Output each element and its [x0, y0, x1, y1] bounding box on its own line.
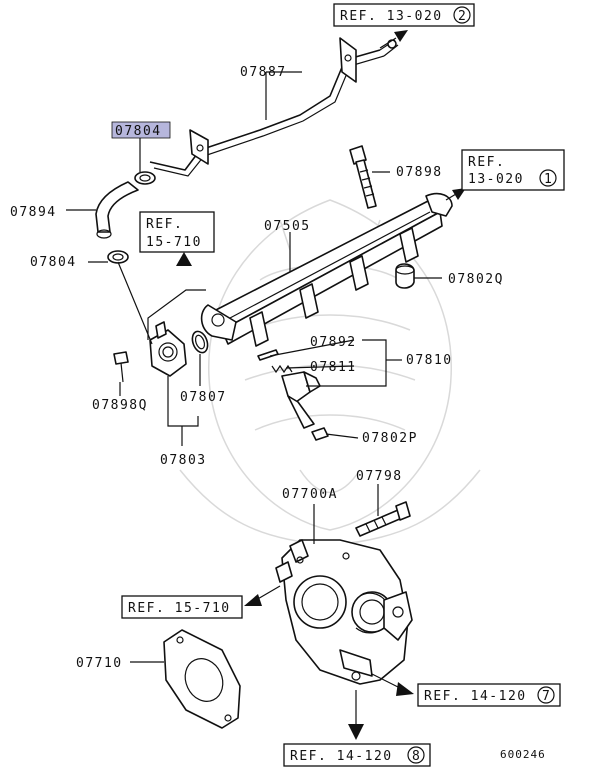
bolt-07898q[interactable] — [113, 351, 129, 383]
hose-clamp-07804-mid[interactable] — [107, 250, 129, 264]
gasket-07710[interactable] — [163, 629, 241, 729]
label-07505: 07505 — [264, 219, 311, 234]
label-07710: 07710 — [76, 656, 123, 671]
throttle-body-07700a[interactable] — [275, 539, 413, 685]
o-ring-07807[interactable] — [190, 329, 211, 354]
label-07802q: 07802Q — [448, 272, 504, 287]
leader-lines — [66, 71, 442, 663]
label-07804-top: 07804 — [115, 124, 162, 139]
svg-text:7: 7 — [542, 689, 551, 704]
arrows — [176, 30, 466, 740]
svg-text:2: 2 — [458, 9, 467, 24]
svg-text:15-710: 15-710 — [146, 235, 202, 250]
ref-box-15-710-top[interactable]: REF. 15-710 — [139, 211, 215, 253]
bolt-07898[interactable] — [349, 145, 377, 209]
svg-text:REF. 14-120: REF. 14-120 — [424, 689, 527, 704]
label-07892: 07892 — [310, 335, 357, 350]
arrow-to-ref-14-120-8 — [348, 690, 364, 740]
label-07898: 07898 — [396, 165, 443, 180]
label-07798: 07798 — [356, 469, 403, 484]
arrow-to-ref-13-020-2 — [379, 30, 408, 49]
ref-box-13-020-2[interactable]: REF. 13-020 2 — [333, 3, 475, 27]
insulator-07802q[interactable] — [395, 263, 415, 289]
seal-07802p[interactable] — [311, 427, 329, 441]
svg-text:REF. 13-020: REF. 13-020 — [340, 9, 443, 24]
label-07802p: 07802P — [362, 431, 418, 446]
ref-box-15-710-mid[interactable]: REF. 15-710 — [121, 595, 243, 619]
pressure-regulator-07803[interactable] — [149, 321, 187, 377]
label-07804-top-highlight — [111, 121, 171, 139]
label-07804-mid: 07804 — [30, 255, 77, 270]
label-07810: 07810 — [406, 353, 453, 368]
label-07898q: 07898Q — [92, 398, 148, 413]
svg-text:8: 8 — [412, 749, 421, 764]
hose-clamp-07804-top[interactable] — [134, 171, 156, 185]
label-07807: 07807 — [180, 390, 227, 405]
svg-text:1: 1 — [544, 172, 553, 187]
label-07803: 07803 — [160, 453, 207, 468]
ref-box-14-120-8[interactable]: REF. 14-120 8 — [283, 743, 431, 767]
fuel-rail-07505[interactable] — [200, 192, 453, 347]
diagram-id: 600246 — [500, 748, 546, 761]
svg-text:13-020: 13-020 — [468, 172, 524, 187]
arrow-to-ref-13-020-1 — [445, 188, 466, 201]
svg-text:REF. 14-120: REF. 14-120 — [290, 749, 393, 764]
label-07887: 07887 — [240, 65, 287, 80]
label-07894: 07894 — [10, 205, 57, 220]
ref-box-13-020-1[interactable]: REF. 13-020 1 — [461, 149, 565, 191]
svg-text:REF.: REF. — [468, 155, 505, 170]
svg-text:REF. 15-710: REF. 15-710 — [128, 601, 231, 616]
bolt-07798[interactable] — [355, 501, 411, 537]
arrow-to-ref-15-710-mid — [244, 585, 281, 606]
label-07811: 07811 — [310, 360, 357, 375]
svg-text:REF.: REF. — [146, 217, 183, 232]
ref-box-14-120-7[interactable]: REF. 14-120 7 — [417, 683, 561, 707]
arrow-to-ref-15-710-top — [176, 252, 192, 266]
arrow-to-ref-14-120-7 — [371, 673, 414, 696]
part-labels: 07887 07804 07894 07804 07505 07898 0780… — [10, 65, 504, 671]
hose-07894[interactable] — [95, 181, 139, 239]
label-07700a: 07700A — [282, 487, 338, 502]
injector-07810[interactable] — [257, 349, 321, 429]
